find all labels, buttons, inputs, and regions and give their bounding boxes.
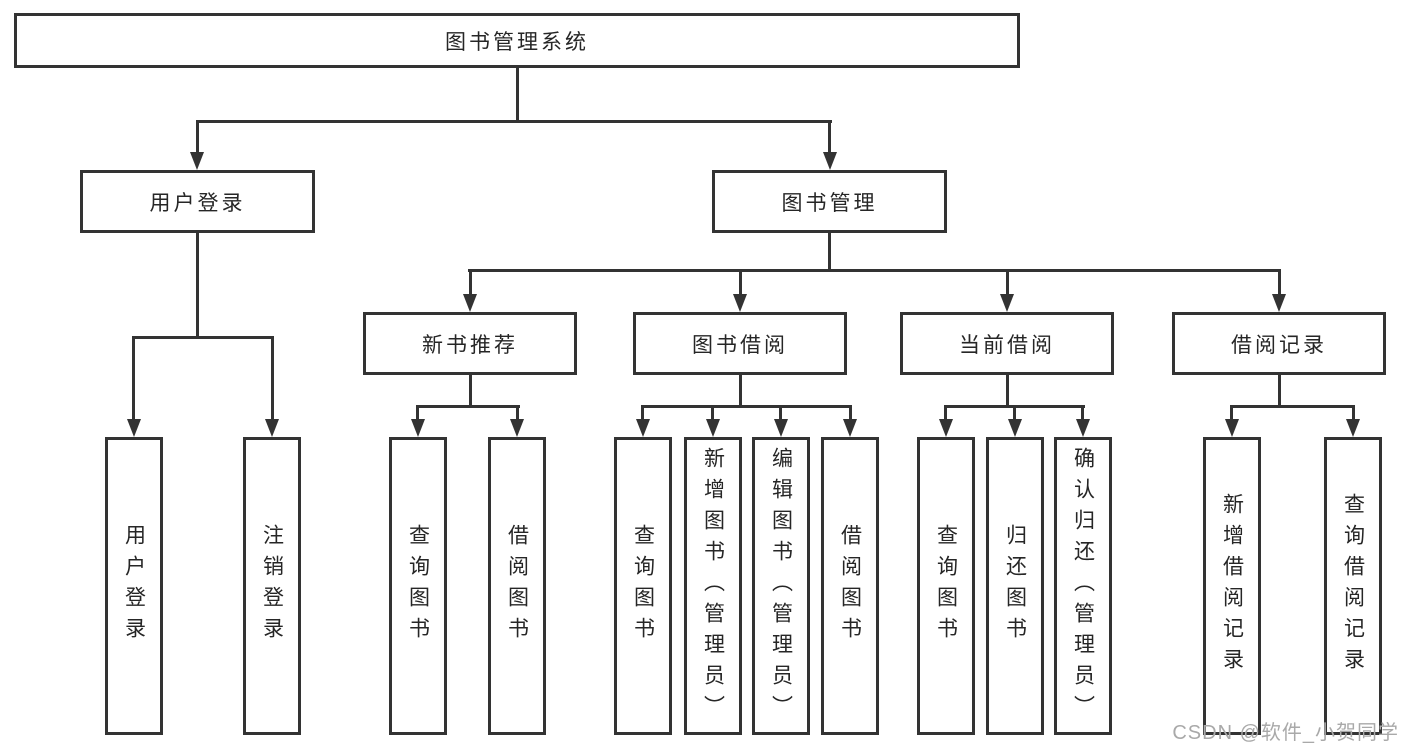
connector-line [1081, 405, 1084, 421]
arrow-down-icon [706, 419, 720, 437]
arrow-down-icon [510, 419, 524, 437]
connector-line [469, 269, 472, 296]
node-current-borrowing-label: 当前借阅 [959, 333, 1055, 357]
leaf-logout: 注销登录 [243, 437, 301, 735]
leaf-add-borrow-record: 新增借阅记录 [1203, 437, 1261, 735]
leaf-add-book-admin-label: 新增图书（管理员） [701, 446, 725, 726]
arrow-down-icon [127, 419, 141, 437]
connector-line [849, 405, 852, 421]
node-new-book-recommend-label: 新书推荐 [422, 333, 518, 357]
connector-line [516, 405, 519, 421]
node-borrowing-records: 借阅记录 [1172, 312, 1386, 375]
leaf-confirm-return-admin: 确认归还（管理员） [1054, 437, 1112, 735]
arrow-down-icon [411, 419, 425, 437]
connector-line [944, 405, 947, 421]
leaf-query-books-recommend: 查询图书 [389, 437, 447, 735]
connector-line [711, 405, 714, 421]
connector-line [779, 405, 782, 421]
connector-line [516, 68, 519, 121]
leaf-add-borrow-record-label: 新增借阅记录 [1220, 493, 1244, 679]
arrow-down-icon [463, 294, 477, 312]
leaf-borrow-book-recommend: 借阅图书 [488, 437, 546, 735]
node-book-borrowing: 图书借阅 [633, 312, 847, 375]
leaf-edit-book-admin: 编辑图书（管理员） [752, 437, 810, 735]
arrow-down-icon [1000, 294, 1014, 312]
leaf-edit-book-admin-label: 编辑图书（管理员） [769, 446, 793, 726]
leaf-logout-label: 注销登录 [260, 524, 284, 648]
connector-line [1230, 405, 1355, 408]
connector-line [196, 120, 199, 153]
connector-line [416, 405, 520, 408]
connector-line [132, 336, 274, 339]
node-new-book-recommend: 新书推荐 [363, 312, 577, 375]
connector-line [641, 405, 852, 408]
connector-line [196, 120, 832, 123]
watermark: CSDN @软件_小贺同学 [1172, 722, 1399, 744]
leaf-borrow-book-recommend-label: 借阅图书 [505, 524, 529, 648]
connector-line [132, 336, 135, 421]
leaf-user-login: 用户登录 [105, 437, 163, 735]
arrow-down-icon [843, 419, 857, 437]
connector-line [1006, 269, 1009, 296]
node-book-management: 图书管理 [712, 170, 947, 233]
connector-line [1013, 405, 1016, 421]
connector-line [641, 405, 644, 421]
arrow-down-icon [190, 152, 204, 170]
arrow-down-icon [1272, 294, 1286, 312]
leaf-query-borrow-record: 查询借阅记录 [1324, 437, 1382, 735]
leaf-query-books-current: 查询图书 [917, 437, 975, 735]
leaf-query-books-current-label: 查询图书 [934, 524, 958, 648]
arrow-down-icon [1076, 419, 1090, 437]
connector-line [739, 375, 742, 407]
connector-line [828, 233, 831, 272]
node-user-login: 用户登录 [80, 170, 315, 233]
leaf-query-borrow-record-label: 查询借阅记录 [1341, 493, 1365, 679]
node-root: 图书管理系统 [14, 13, 1020, 68]
connector-line [739, 269, 742, 296]
leaf-return-book-label: 归还图书 [1003, 524, 1027, 648]
node-root-label: 图书管理系统 [445, 30, 589, 54]
connector-line [1352, 405, 1355, 421]
leaf-query-books-borrowing-label: 查询图书 [631, 524, 655, 648]
node-current-borrowing: 当前借阅 [900, 312, 1114, 375]
node-book-borrowing-label: 图书借阅 [692, 333, 788, 357]
leaf-confirm-return-admin-label: 确认归还（管理员） [1071, 446, 1095, 726]
leaf-borrow-book: 借阅图书 [821, 437, 879, 735]
arrow-down-icon [823, 152, 837, 170]
connector-line [1006, 375, 1009, 407]
connector-line [1278, 375, 1281, 407]
node-user-login-label: 用户登录 [149, 191, 246, 215]
leaf-query-books-borrowing: 查询图书 [614, 437, 672, 735]
leaf-query-books-recommend-label: 查询图书 [406, 524, 430, 648]
leaf-add-book-admin: 新增图书（管理员） [684, 437, 742, 735]
connector-line [469, 375, 472, 407]
arrow-down-icon [733, 294, 747, 312]
leaf-borrow-book-label: 借阅图书 [838, 524, 862, 648]
arrow-down-icon [1346, 419, 1360, 437]
arrow-down-icon [265, 419, 279, 437]
node-borrowing-records-label: 借阅记录 [1231, 333, 1327, 357]
connector-line [196, 233, 199, 338]
connector-line [828, 120, 831, 153]
arrow-down-icon [1225, 419, 1239, 437]
connector-line [271, 336, 274, 421]
arrow-down-icon [636, 419, 650, 437]
arrow-down-icon [1008, 419, 1022, 437]
connector-line [1278, 269, 1281, 296]
arrow-down-icon [774, 419, 788, 437]
node-book-management-label: 图书管理 [781, 191, 878, 215]
connector-line [468, 269, 1281, 272]
connector-line [1230, 405, 1233, 421]
leaf-return-book: 归还图书 [986, 437, 1044, 735]
connector-line [416, 405, 419, 421]
arrow-down-icon [939, 419, 953, 437]
leaf-user-login-label: 用户登录 [122, 524, 146, 648]
